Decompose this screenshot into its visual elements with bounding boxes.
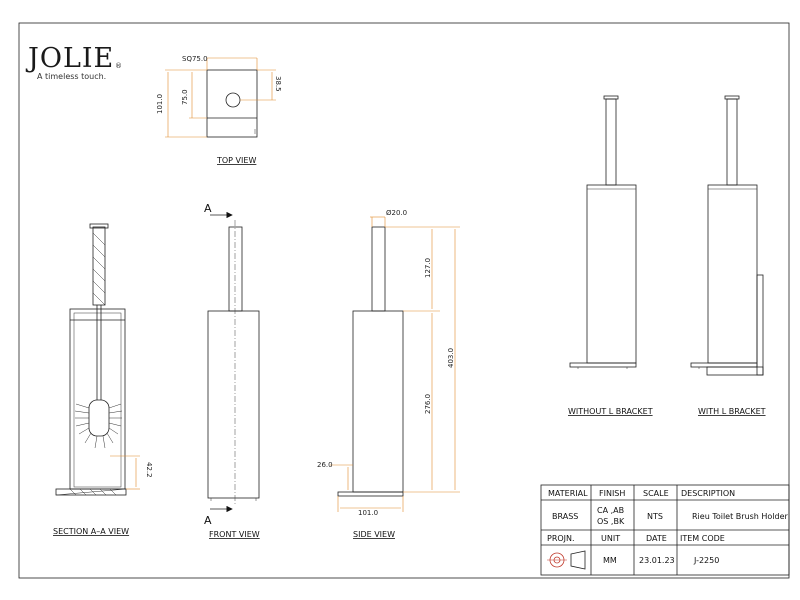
tb-finish-line2: OS ,BK <box>597 517 625 526</box>
tb-header-material: MATERIAL <box>548 489 588 498</box>
brand-logo: JOLIE <box>25 43 114 74</box>
dim-side-26: 26.0 <box>317 461 333 469</box>
tb-material: BRASS <box>552 512 578 521</box>
tb-header-description: DESCRIPTION <box>681 489 735 498</box>
section-mark-bottom: A <box>204 514 212 527</box>
dim-top-385: 38.5 <box>274 76 282 92</box>
front-view <box>207 211 260 513</box>
section-mark-top: A <box>204 202 212 215</box>
tb-header-scale: SCALE <box>643 489 669 498</box>
dim-side-101: 101.0 <box>358 509 378 517</box>
dim-side-403: 403.0 <box>447 348 455 368</box>
label-without-bracket: WITHOUT L BRACKET <box>568 407 653 416</box>
third-angle-projection-icon <box>547 550 586 570</box>
label-top-view: TOP VIEW <box>216 156 256 165</box>
without-bracket-view <box>569 95 637 369</box>
tb-finish-line1: CA ,AB <box>597 506 624 515</box>
tb-scale: NTS <box>647 512 663 521</box>
dim-top-75: 75.0 <box>181 89 189 105</box>
label-front-view: FRONT VIEW <box>209 530 260 539</box>
label-side-view: SIDE VIEW <box>353 530 395 539</box>
dim-top-sq75: SQ75.0 <box>182 55 208 63</box>
tb-item-code: J-2250 <box>693 556 719 565</box>
section-view <box>55 223 140 496</box>
title-block <box>540 484 790 576</box>
tb-unit: MM <box>603 556 617 565</box>
dim-top-101: 101.0 <box>156 94 164 114</box>
tb-header-unit: UNIT <box>601 534 620 543</box>
tb-header-item-code: ITEM CODE <box>680 534 725 543</box>
label-section-view: SECTION A–A VIEW <box>53 527 129 536</box>
top-view <box>165 57 276 138</box>
tb-header-finish: FINISH <box>599 489 625 498</box>
dim-side-d20: Ø20.0 <box>386 209 407 217</box>
registered-mark: ® <box>115 62 122 70</box>
side-view <box>330 216 460 512</box>
tb-header-projection: PROJN. <box>547 534 575 543</box>
tb-description: Rieu Toilet Brush Holder <box>692 512 789 521</box>
with-bracket-view <box>690 95 764 376</box>
brand-tagline: A timeless touch. <box>37 72 106 81</box>
tb-date: 23.01.23 <box>639 556 675 565</box>
dim-section-422: 42.2 <box>145 462 153 478</box>
label-with-bracket: WITH L BRACKET <box>698 407 766 416</box>
dim-side-276: 276.0 <box>424 394 432 414</box>
dim-side-127: 127.0 <box>424 258 432 278</box>
tb-header-date: DATE <box>646 534 667 543</box>
drawing-border <box>18 22 790 579</box>
